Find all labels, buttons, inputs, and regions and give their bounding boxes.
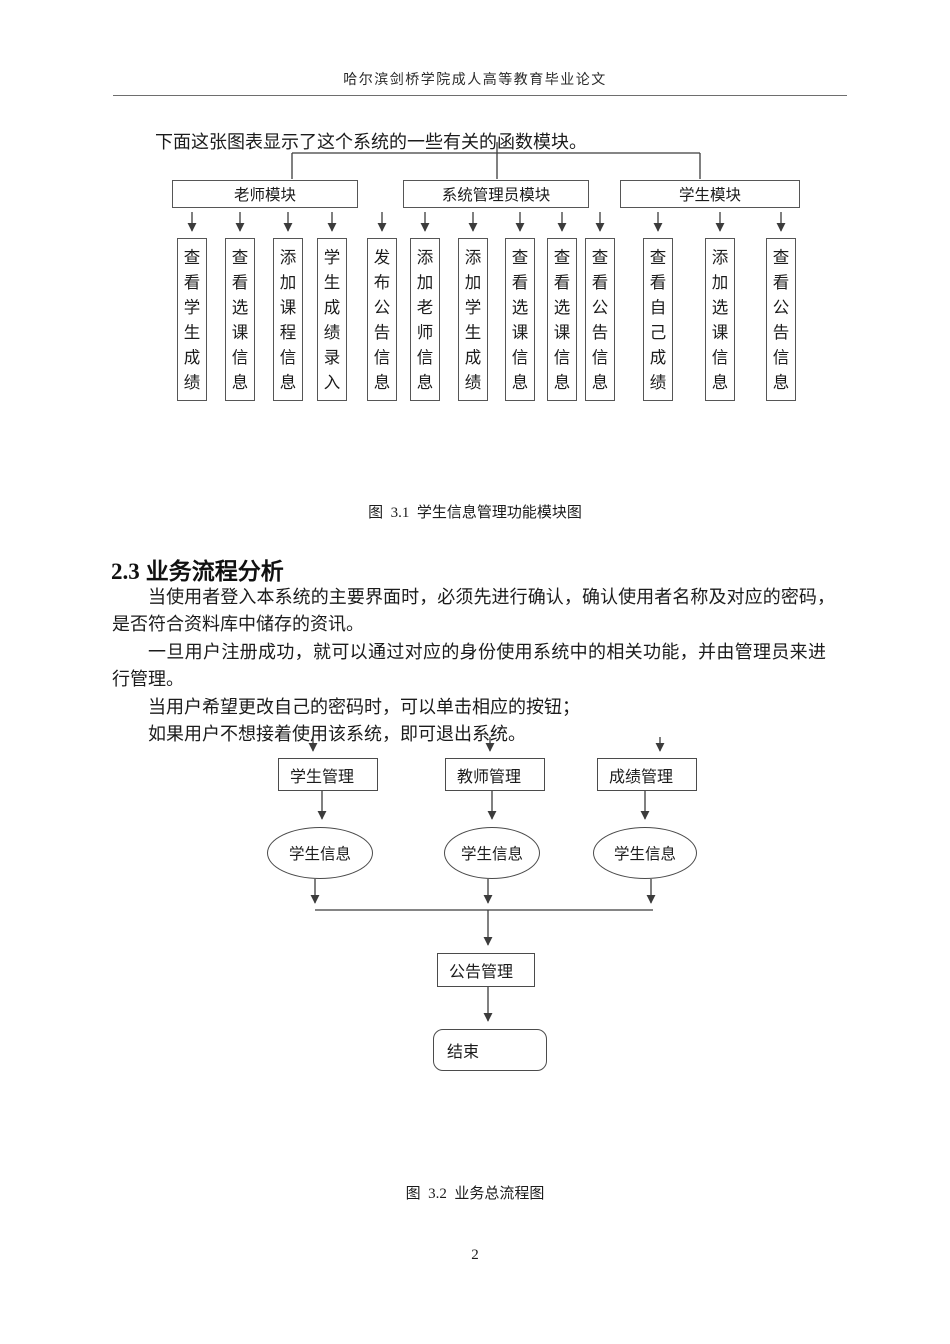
function-box: 查看学生成绩 [177, 238, 207, 401]
flow-box-announce-mgmt: 公告管理 [437, 953, 535, 987]
flow-ellipse-student-info: 学生信息 [593, 827, 697, 879]
module-box-student: 学生模块 [620, 180, 800, 208]
flow-box-teacher-mgmt: 教师管理 [445, 758, 545, 791]
intro-text: 下面这张图表显示了这个系统的一些有关的函数模块。 [155, 132, 587, 152]
function-box: 添加学生成绩 [458, 238, 488, 401]
function-box: 查看选课信息 [225, 238, 255, 401]
page-header: 哈尔滨剑桥学院成人高等教育毕业论文 [343, 73, 607, 88]
section-title: 业务流程分析 [145, 558, 284, 584]
section-number: 2.3 [111, 559, 140, 584]
flow-ellipse-student-info: 学生信息 [267, 827, 373, 879]
page-number: 2 [471, 1247, 479, 1263]
flow-box-grade-mgmt: 成绩管理 [597, 758, 697, 791]
function-box: 发布公告信息 [367, 238, 397, 401]
module-box-admin: 系统管理员模块 [403, 180, 589, 208]
function-box: 学生成绩录入 [317, 238, 347, 401]
paragraph: 当用户希望更改自己的密码时，可以单击相应的按钮； [148, 696, 580, 717]
function-box: 添加课程信息 [273, 238, 303, 401]
function-box: 查看公告信息 [585, 238, 615, 401]
paragraph: 如果用户不想接着使用该系统，即可退出系统。 [148, 724, 526, 745]
figure1-caption: 图 3.1 学生信息管理功能模块图 [368, 505, 582, 521]
function-box: 查看公告信息 [766, 238, 796, 401]
function-box: 查看选课信息 [547, 238, 577, 401]
function-box: 查看自己成绩 [643, 238, 673, 401]
flow-box-student-mgmt: 学生管理 [278, 758, 378, 791]
flow-ellipse-student-info: 学生信息 [444, 827, 540, 879]
function-box: 查看选课信息 [505, 238, 535, 401]
paragraph: 当使用者登入本系统的主要界面时，必须先进行确认，确认使用者名称及对应的密码， 是… [112, 587, 844, 635]
header-rule [113, 95, 847, 96]
paragraph: 一旦用户注册成功，就可以通过对应的身份使用系统中的相关功能，并由管理员来进行管理… [112, 641, 826, 690]
function-box: 添加选课信息 [705, 238, 735, 401]
figure2-caption: 图 3.2 业务总流程图 [405, 1186, 545, 1202]
module-box-teacher: 老师模块 [172, 180, 358, 208]
flow-box-end: 结束 [433, 1029, 547, 1071]
body-text: 当使用者登入本系统的主要界面时，必须先进行确认，确认使用者名称及对应的密码， 是… [112, 584, 844, 748]
function-box: 添加老师信息 [410, 238, 440, 401]
